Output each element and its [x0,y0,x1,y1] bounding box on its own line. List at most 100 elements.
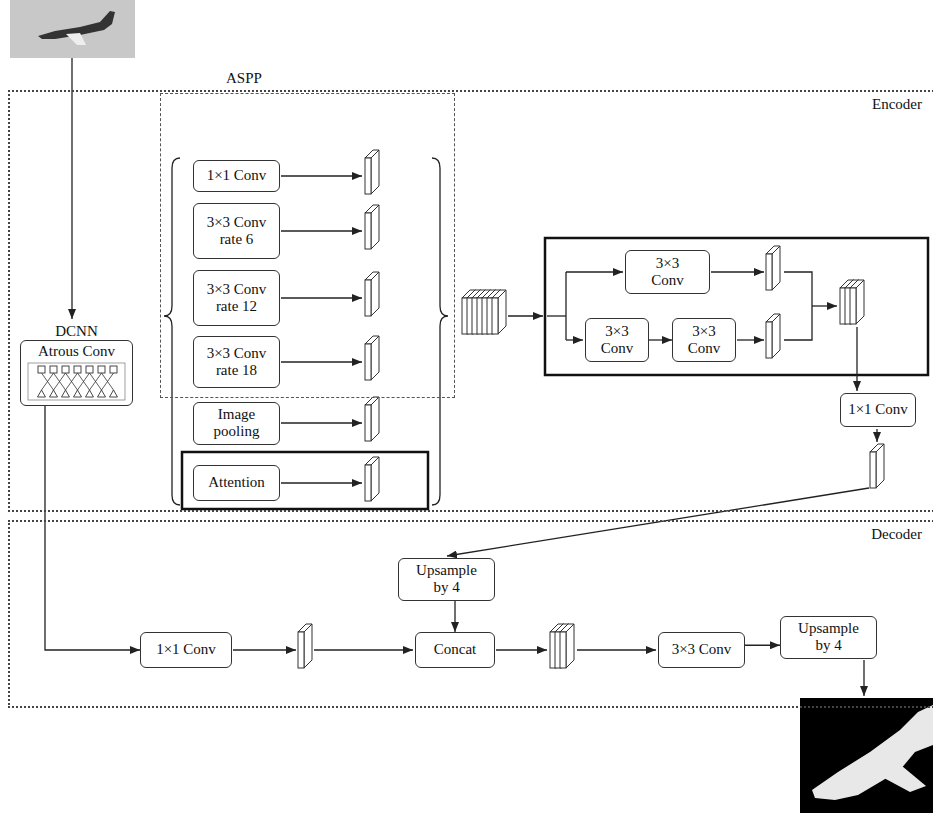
unit-triangle [110,390,118,397]
wire-arrow [233,649,296,650]
atrous-units [38,366,118,397]
node-label: Upsample by 4 [411,562,482,597]
wire-arrow [876,429,877,442]
wire-arrow [812,305,837,306]
block-heading: ASPP [160,70,455,93]
unit-triangle [98,390,106,397]
branch-arrow [281,482,362,483]
aspp-frame: 1×1 Conv 3×3 Conv rate 6 3×3 Conv rate 12 3… [160,93,455,398]
branch-arrow [281,361,362,362]
input-arrow [71,58,72,319]
conv-box: 3×3 Conv rate 6 [193,203,280,259]
node-label: 3×3 Conv [644,255,691,290]
conv-box: 3×3 Conv [658,632,745,668]
decoder-region: DecoderUpsample by 4 1×1 Conv Concat 3×3 Co… [8,520,933,708]
aspp-module: ASPP 1×1 Conv 3×3 Conv rate 6 3×3 Conv rate… [160,70,455,398]
connectors [45,340,780,650]
attention-highlight [182,452,428,509]
node-label: 3×3 Conv rate 6 [201,214,272,249]
node-label: 3×3 Conv rate 18 [201,345,272,380]
unit-triangle [86,390,94,397]
node-label: 1×1 Conv [156,641,216,658]
branch-arrows [281,176,362,483]
feature-map [850,280,864,324]
conv-box: 3×3 Conv rate 18 [193,336,280,388]
unit-triangle [74,390,82,397]
unit-square [110,366,117,373]
branch-arrow [281,175,362,176]
feature-map [365,457,379,501]
wire-arrow [711,271,764,272]
attention-box: Attention [193,465,280,501]
conv-box: 1×1 Conv [840,393,916,427]
node-label: Concat [434,641,477,658]
connector-arrow [454,601,455,633]
concat-box: Concat [415,632,495,668]
left-brace [164,158,180,505]
wire [547,315,566,316]
feature-map [766,314,780,358]
input-image [10,0,135,58]
wire-arrow [577,649,656,650]
conv-box: 3×3 Conv [585,318,649,362]
input-plane-wing [66,33,86,45]
right-brace [432,158,448,505]
conv-box: 3×3 Conv [625,250,710,294]
node-label: Upsample by 4 [793,620,864,655]
atrous-illustration-frame [28,363,125,400]
feature-map [560,624,574,668]
feature-map [298,624,312,668]
output-plane [812,705,933,800]
region-title: Encoder [10,92,933,113]
output-plane-wing [858,756,926,792]
backbone-block: DCNN Atrous Conv [20,323,133,406]
upsample-box: Upsample by 4 [780,616,877,659]
unit-square [98,366,105,373]
unit-square [74,366,81,373]
region-title: Decoder [10,522,933,543]
unit-square [50,366,57,373]
encoder-region: EncoderDCNNAtrous ConvASPP1×1 Conv3×3 Co… [8,90,933,512]
node-label: Image pooling [201,406,272,441]
unit-triangle [38,390,46,397]
unit-triangle [62,390,70,397]
wire-arrow [314,649,413,650]
wire [565,272,566,340]
unit-square [86,366,93,373]
node-label: 3×3 Conv [680,323,728,358]
node-label: 3×3 Conv rate 12 [201,281,272,316]
unit-triangle [50,390,58,397]
wire-arrow [496,649,547,650]
feature-map [365,150,379,194]
encoder-output-arrow [447,488,869,556]
feature-map [870,444,884,488]
conv-box: 1×1 Conv [193,160,280,192]
feature-map [365,205,379,249]
atrous-conv-box: Atrous Conv [20,340,133,405]
feature-map [492,290,506,334]
pooling-box: Image pooling [193,402,280,445]
feature-map [365,272,379,316]
block-heading: DCNN [20,323,133,340]
branch-arrow [281,297,362,298]
output-mask [800,698,933,813]
merge-bracket [784,272,812,340]
block-wires [447,272,877,556]
node-label: 1×1 Conv [207,167,267,184]
branch-arrow [281,230,362,231]
node-label: 1×1 Conv [848,401,908,418]
multi-scale-block [545,238,928,375]
unit-square [62,366,69,373]
feature-map [365,397,379,441]
node-label: Atrous Conv [21,343,132,360]
wire-arrow [566,339,583,340]
wire-arrow [737,339,764,340]
decoder-wires [233,650,864,696]
conv-box: 1×1 Conv [140,632,232,668]
branch-arrow [281,422,362,423]
wire-arrow [508,315,543,316]
connector-arrow [745,645,780,646]
wire-arrow [566,271,623,272]
